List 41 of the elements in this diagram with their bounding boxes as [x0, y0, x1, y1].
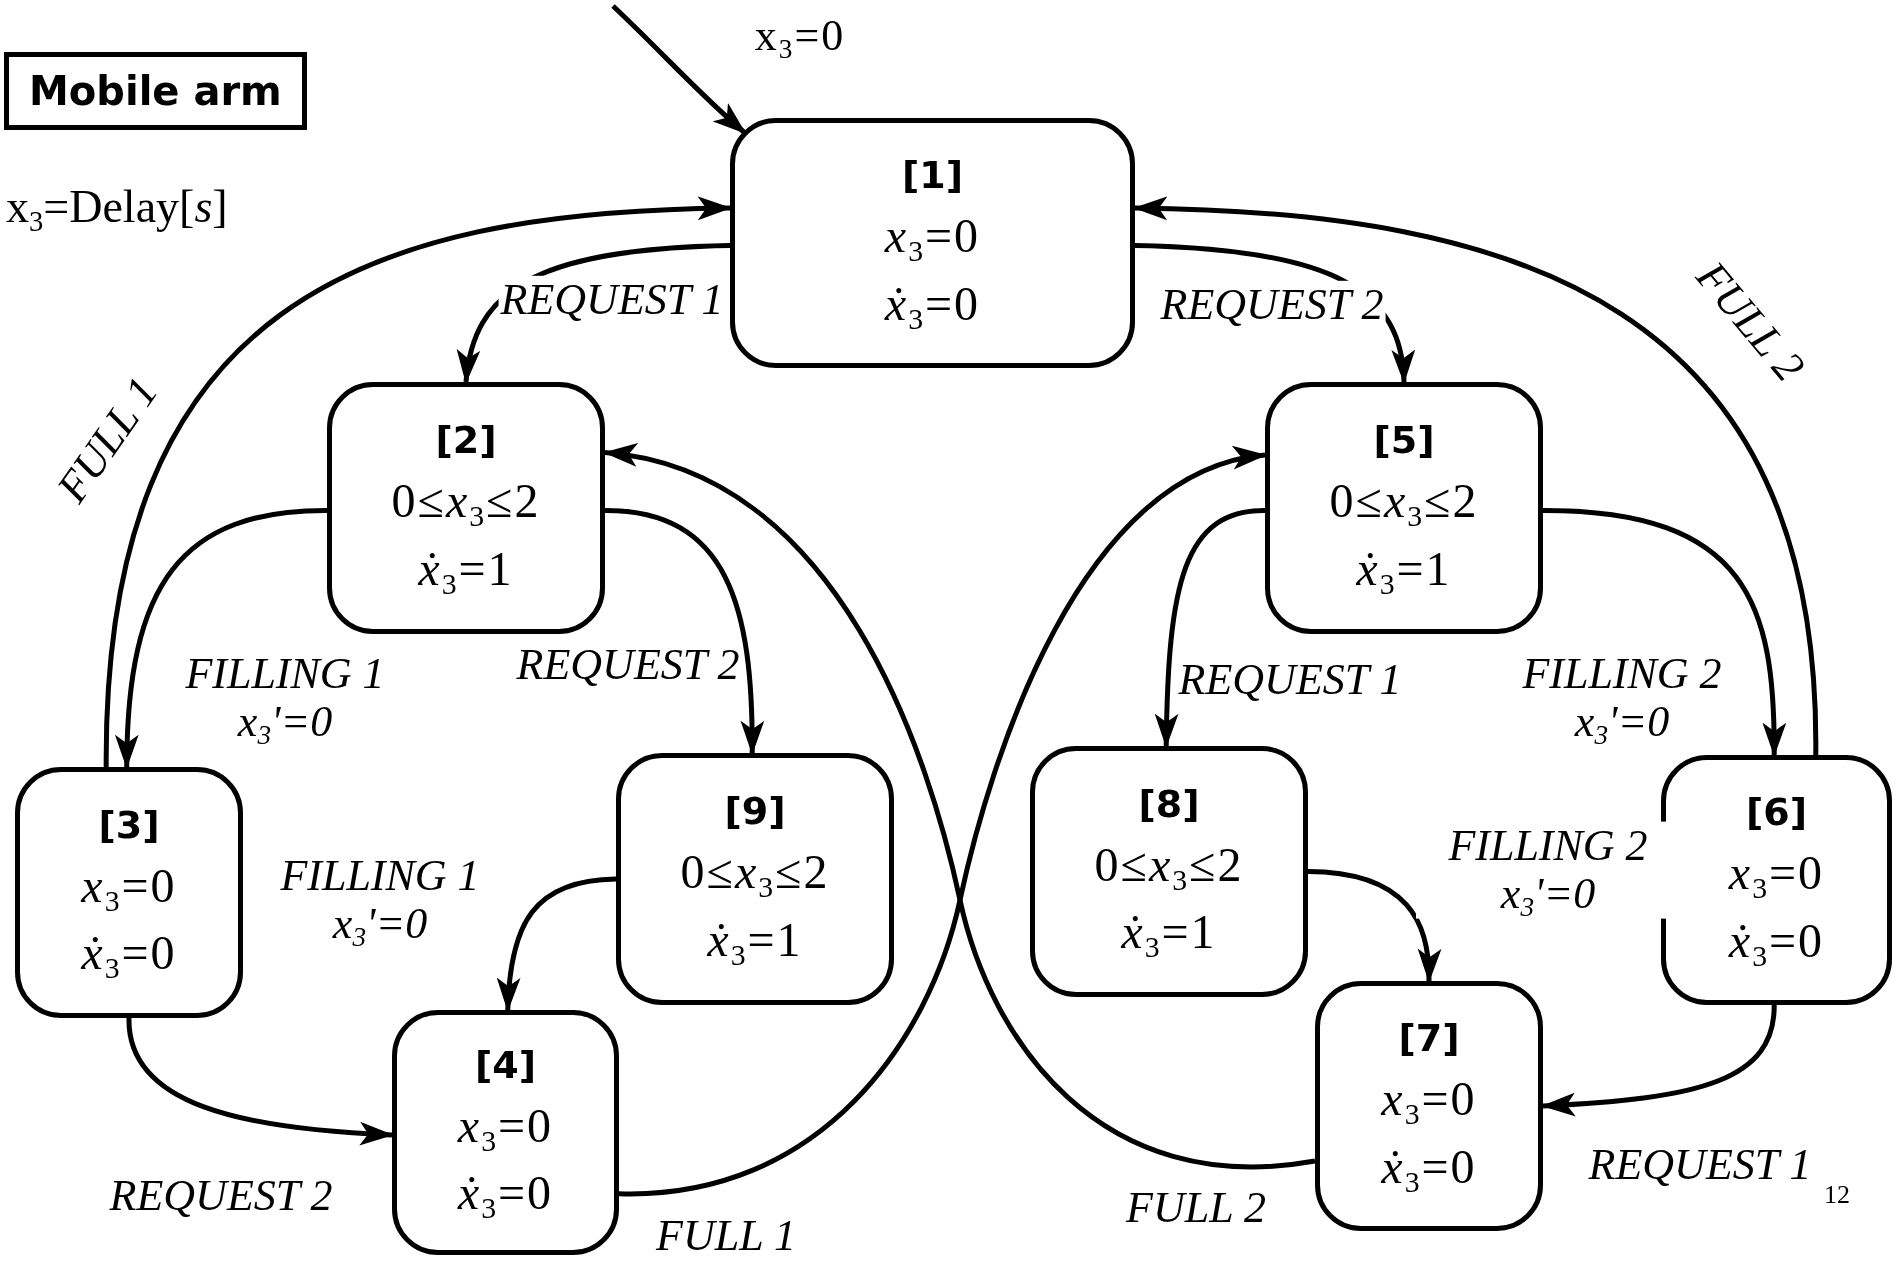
state-box — [730, 118, 1135, 368]
state-number: [1] — [901, 152, 964, 200]
transition-arrow — [1307, 869, 1441, 983]
state-equation: ẋ$_{3}$=1 — [418, 540, 514, 602]
state-number: [3] — [98, 801, 160, 849]
state-number: [6] — [1745, 789, 1808, 837]
transition-arrow — [126, 1017, 394, 1146]
state-equation: x$_{3}$=0 — [81, 857, 177, 919]
state-equation: ẋ$_{3}$=1 — [1356, 540, 1452, 602]
state-number: [7] — [1398, 1015, 1460, 1063]
state-equation: 0≤x$_{3}$≤2 — [391, 473, 541, 535]
state-equation: ẋ$_{3}$=0 — [1728, 912, 1825, 974]
state-number: [4] — [474, 1041, 537, 1089]
transition-arrow — [1541, 1004, 1777, 1117]
state-equation: x$_{3}$=0 — [1381, 1071, 1477, 1133]
state-number: [5] — [1373, 417, 1435, 465]
state-box — [327, 382, 605, 634]
state-number: [2] — [435, 417, 497, 465]
transition-arrow — [103, 197, 732, 768]
transition-arrow — [458, 243, 731, 384]
state-equation: ẋ$_{3}$=0 — [884, 275, 981, 337]
state-box — [15, 767, 243, 1018]
state-box — [1265, 382, 1543, 634]
definition-note: x$_{3}$=Delay[s] — [6, 180, 228, 233]
state-equation: x$_{3}$=0 — [457, 1097, 554, 1159]
state-box — [1315, 981, 1543, 1231]
state-equation: ẋ$_{3}$=0 — [457, 1165, 554, 1226]
transition-arrow — [497, 876, 617, 1012]
state-box — [1661, 755, 1892, 1005]
state-equation: x$_{3}$=0 — [1728, 845, 1825, 907]
state-equation: x$_{3}$=0 — [884, 208, 981, 270]
state-equation: 0≤x$_{3}$≤2 — [1329, 473, 1479, 535]
state-box — [392, 1010, 619, 1255]
initial-arrow — [611, 4, 747, 135]
page-number: 12 — [1824, 1180, 1850, 1210]
transition-arrow — [115, 508, 328, 769]
title-box: Mobile arm — [4, 52, 307, 130]
state-equation: ẋ$_{3}$=0 — [1381, 1138, 1477, 1200]
state-equation: ẋ$_{3}$=0 — [81, 925, 177, 986]
transition-arrow — [1133, 197, 1819, 756]
transition-arrow — [1542, 508, 1786, 757]
